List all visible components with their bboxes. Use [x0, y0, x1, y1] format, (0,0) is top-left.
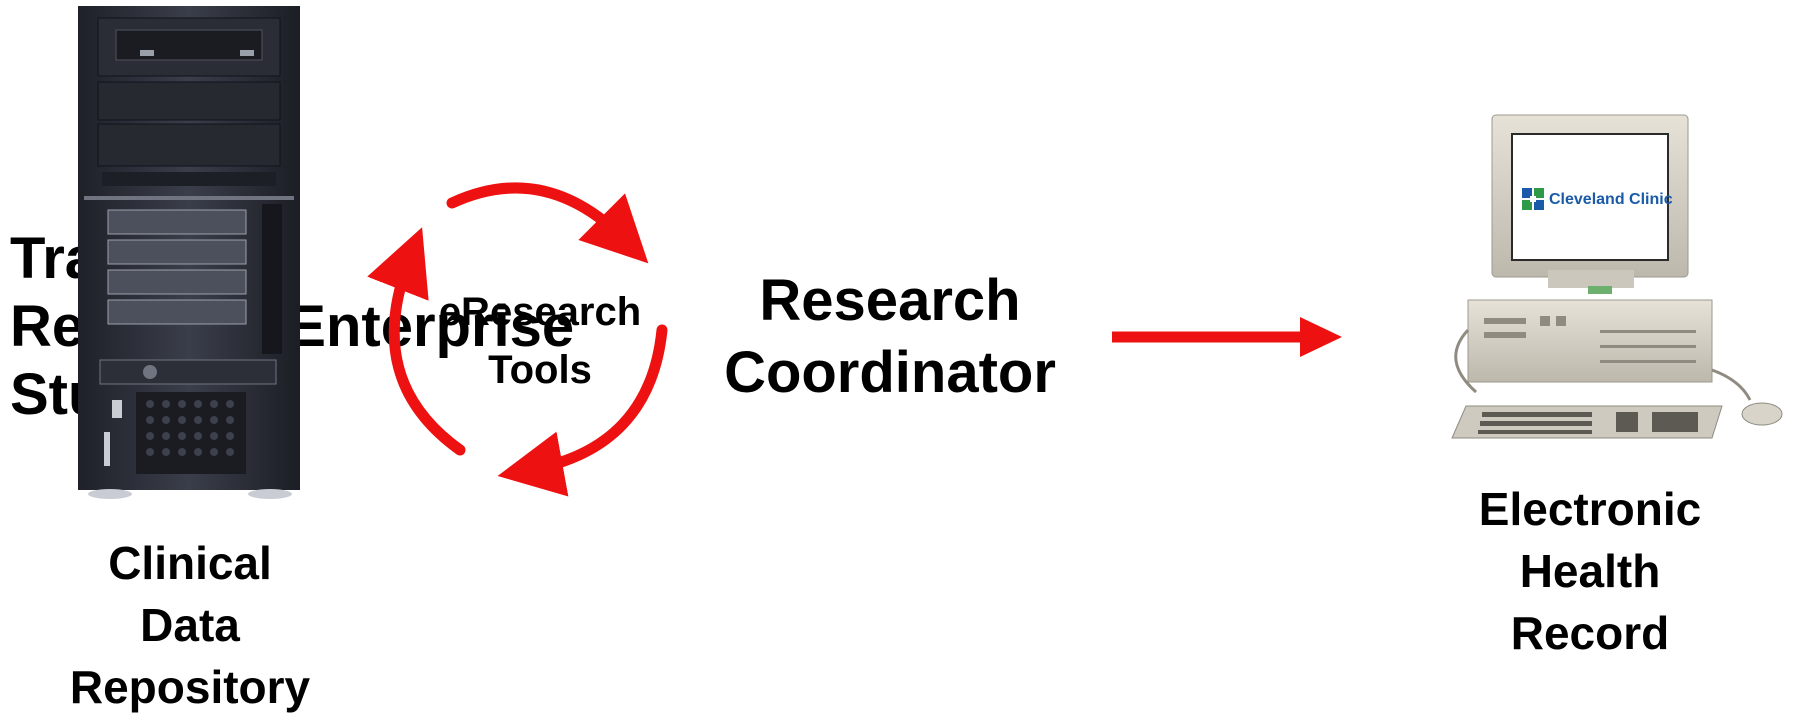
desktop-computer-icon: [1451, 114, 1783, 439]
clinical-data-repository-caption: Clinical Data Repository: [69, 537, 311, 713]
electronic-health-record-caption: Electronic Health Record: [1478, 483, 1702, 659]
cleveland-clinic-logo-icon: [1522, 188, 1544, 210]
screen-logo-text: Cleveland Clinic: [1549, 191, 1673, 208]
server-tower-icon: [78, 6, 300, 499]
right-arrow-icon: [1112, 317, 1342, 357]
cycle-arrows-icon: [367, 182, 668, 497]
research-coordinator-label: Research Coordinator: [724, 268, 1056, 405]
eresearch-tools-label: eResearch Tools: [438, 290, 642, 392]
